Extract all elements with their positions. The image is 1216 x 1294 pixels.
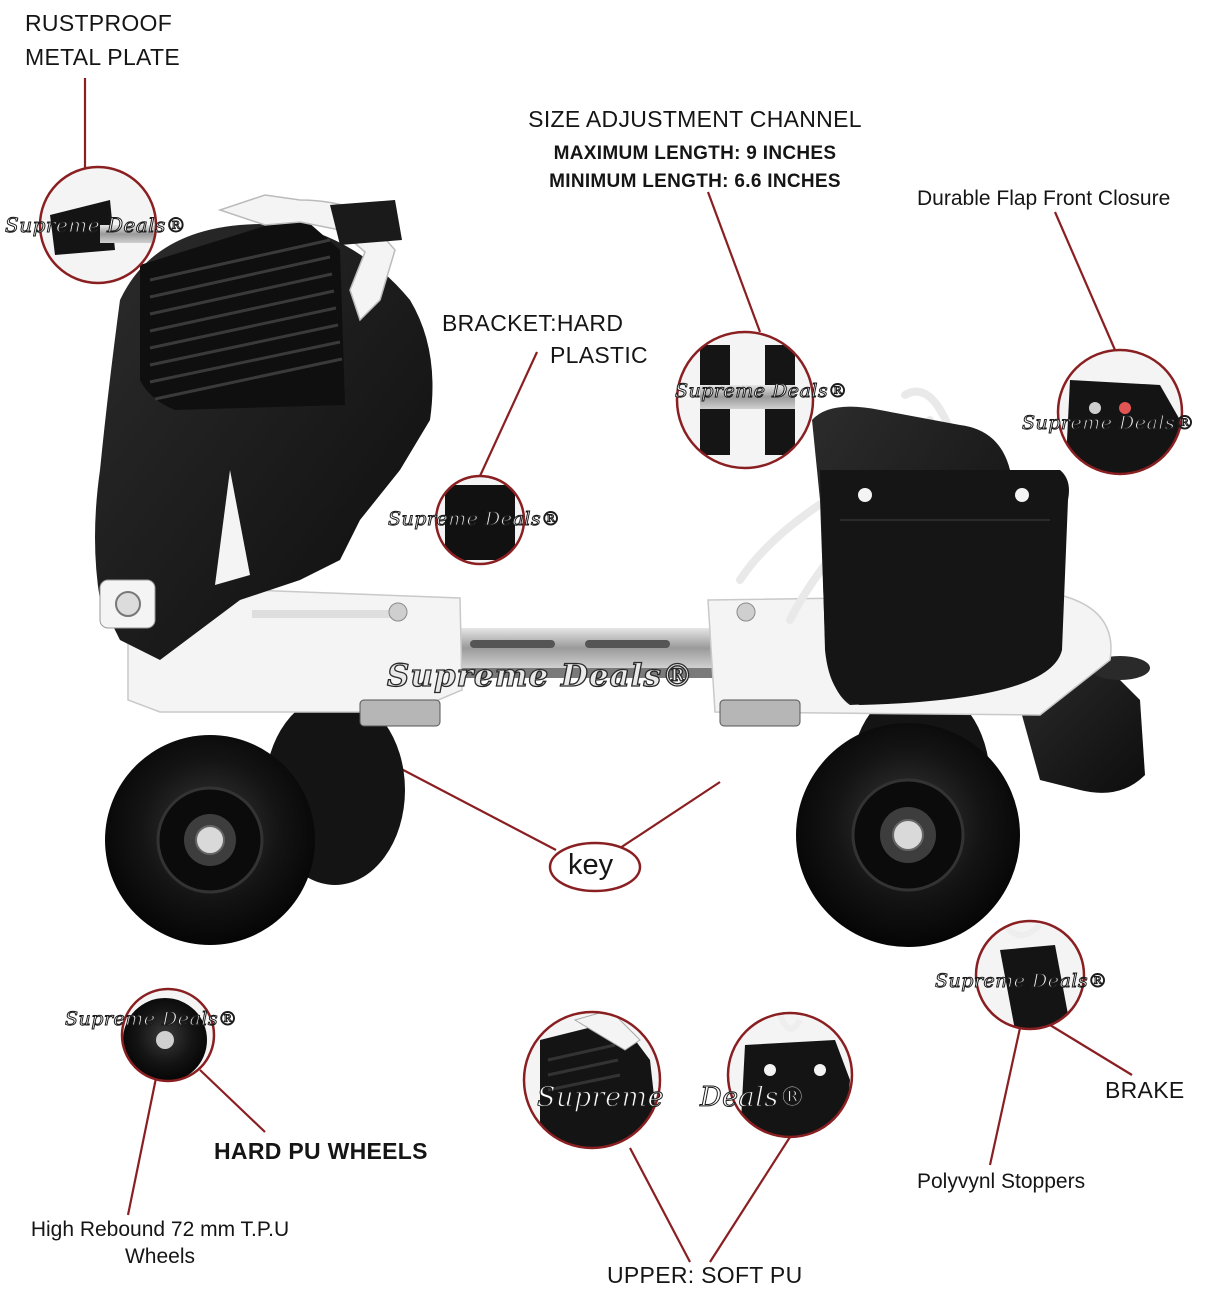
label-hard-pu-wheels: HARD PU WHEELS [214,1138,428,1164]
watermark-main: Supreme Deals® [386,657,694,694]
label-size-title: SIZE ADJUSTMENT CHANNEL [528,106,862,132]
watermark-7a: Supreme [536,1082,665,1114]
watermark-1: Supreme Deals® [4,213,187,238]
label-rustproof-line1: RUSTPROOF [25,10,173,36]
watermark-3: Supreme Deals® [675,380,848,403]
detail-circle-brake [976,921,1084,1029]
callout-leader-lines [83,78,1133,1263]
watermark-5: Supreme Deals® [65,1008,238,1031]
label-size-max: MAXIMUM LENGTH: 9 INCHES [553,143,837,164]
key-callout-ellipse [548,841,642,893]
skate-body [95,194,1150,947]
label-bracket-line1: BRACKET:HARD [442,310,624,336]
label-size-min: MINIMUM LENGTH: 6.6 INCHES [549,171,841,192]
watermark-6: Supreme Deals® [935,970,1108,993]
label-brake: BRAKE [1105,1077,1185,1103]
label-flap-closure: Durable Flap Front Closure [917,187,1171,210]
watermark-2: Supreme Deals® [388,508,561,531]
label-upper-soft-pu: UPPER: SOFT PU [607,1262,803,1288]
watermark-4: Supreme Deals® [1022,412,1195,435]
label-bracket-line2: PLASTIC [550,342,648,368]
label-polyvynl-stoppers: Polyvynl Stoppers [917,1170,1086,1193]
label-key: key [568,849,614,881]
label-rustproof-line2: METAL PLATE [25,44,180,70]
label-rebound-line1: High Rebound 72 mm T.P.U [30,1218,290,1241]
label-rebound-line2: Wheels [124,1245,196,1268]
detail-circle-upper-toe [728,1013,852,1137]
watermark-7b: Deals® [699,1082,807,1114]
detail-circle-wheel [122,989,214,1081]
detail-circle-bracket [436,476,524,564]
detail-circle-channel [677,332,813,468]
detail-circle-metal-plate [40,167,156,283]
detail-circle-flap [1058,350,1182,474]
detail-circle-upper-heel [524,1012,660,1148]
